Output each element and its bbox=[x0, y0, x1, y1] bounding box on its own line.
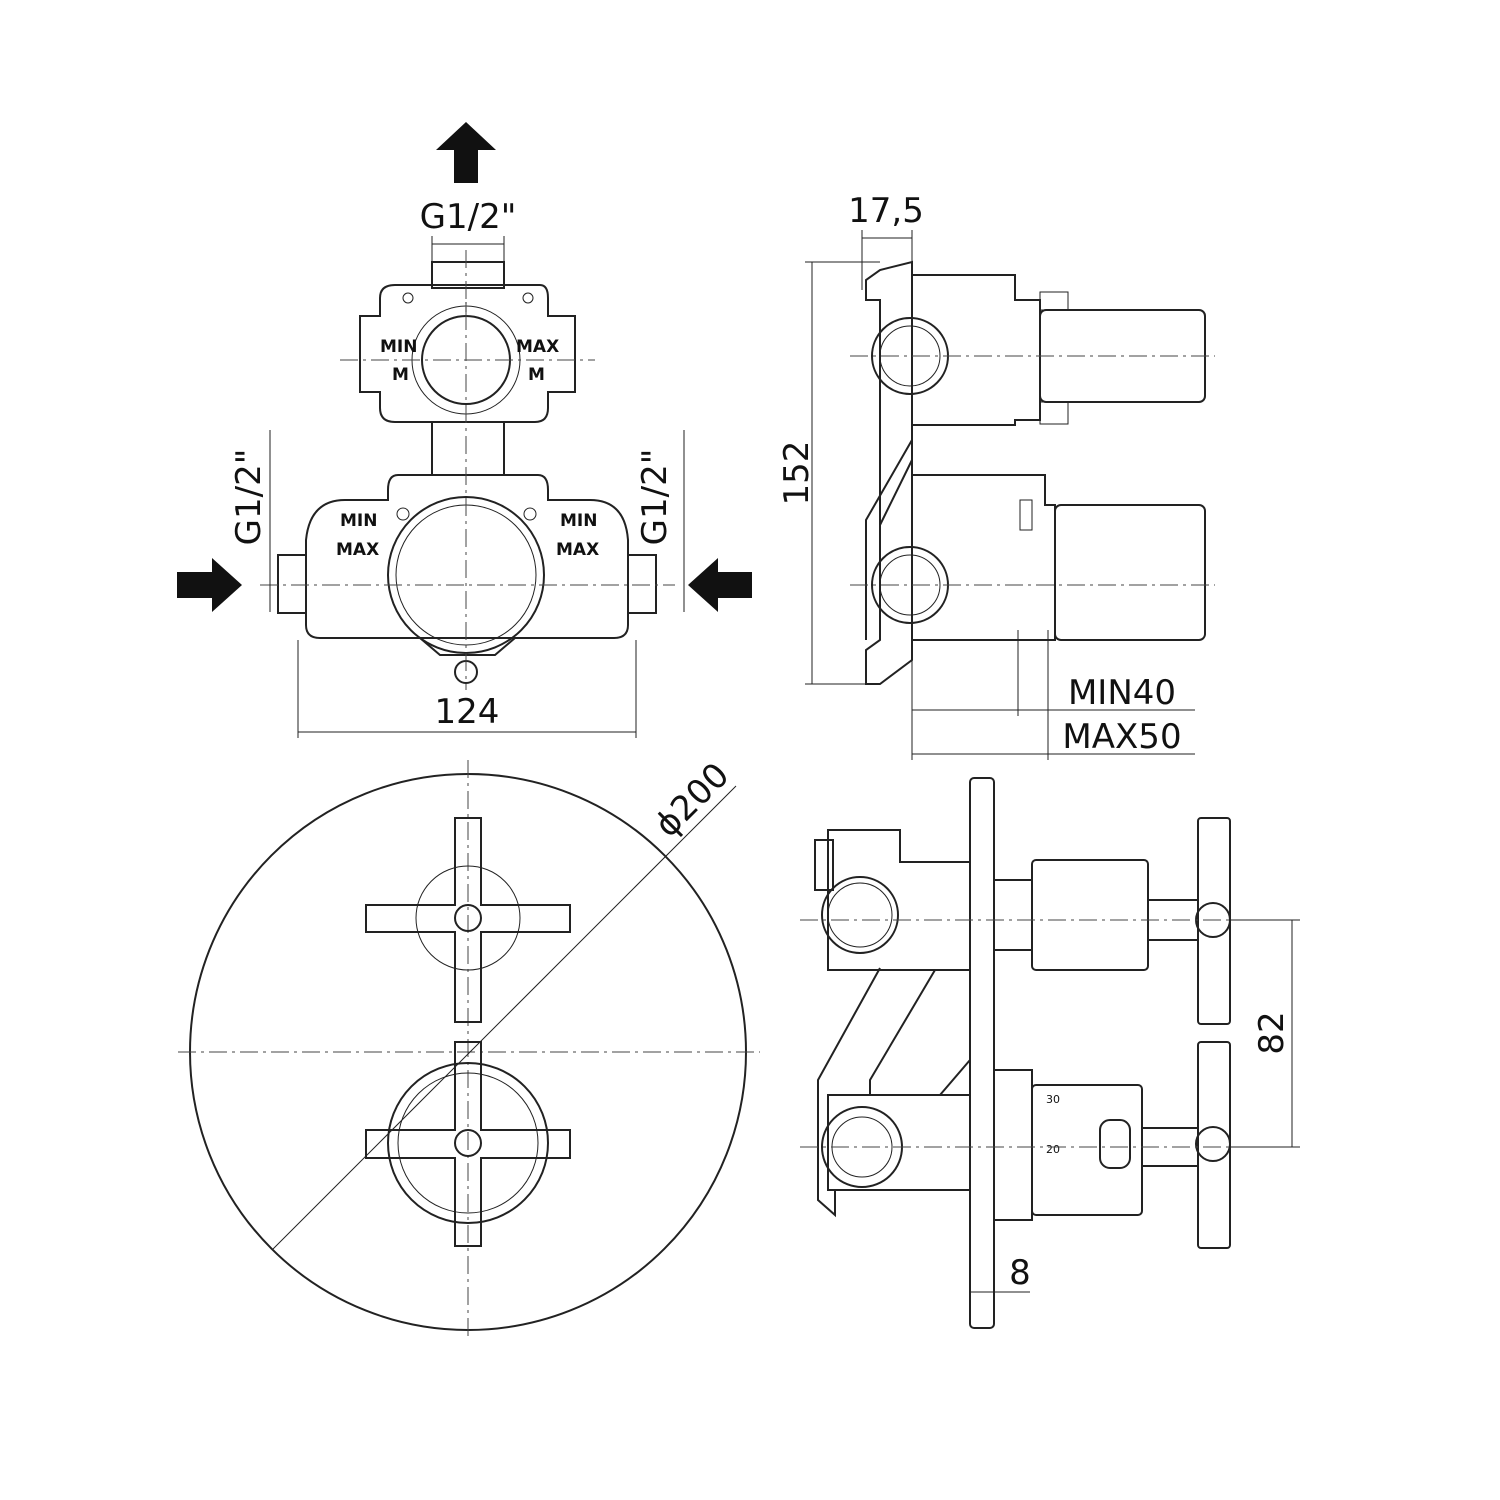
min-depth-label: MIN40 bbox=[1068, 673, 1176, 713]
plate-diameter-label: ϕ200 bbox=[647, 755, 737, 845]
top-inlet-label: G1/2" bbox=[420, 197, 517, 237]
lower-min-left-marking: MIN bbox=[340, 511, 377, 531]
outlet-arrow-up-icon bbox=[436, 122, 496, 183]
lower-min-right-marking: MIN bbox=[560, 511, 597, 531]
lower-max-right-marking: MAX bbox=[556, 540, 599, 560]
trim-plate-front-view: ϕ200 bbox=[178, 755, 760, 1340]
scale-30-marking: 30 bbox=[1046, 1093, 1060, 1106]
valve-body-front-view: G1/2" MIN MAX M M MIN MAX MIN MAX bbox=[177, 122, 752, 738]
side-height-label: 152 bbox=[777, 441, 817, 506]
lower-max-left-marking: MAX bbox=[336, 540, 379, 560]
side-depth-label: 17,5 bbox=[848, 191, 924, 231]
handle-spacing-label: 82 bbox=[1252, 1011, 1292, 1054]
left-inlet-label: G1/2" bbox=[229, 449, 269, 546]
inlet-arrow-left-icon bbox=[688, 558, 752, 612]
top-m-left-marking: M bbox=[392, 365, 409, 385]
top-m-right-marking: M bbox=[528, 365, 545, 385]
top-min-marking: MIN bbox=[380, 337, 417, 357]
valve-body-side-view: 17,5 152 MIN40 MAX50 bbox=[777, 191, 1215, 760]
assembled-side-view: 30 20 82 8 bbox=[800, 777, 1300, 1329]
body-width-label: 124 bbox=[435, 692, 500, 732]
inlet-arrow-right-icon bbox=[177, 558, 242, 612]
top-max-marking: MAX bbox=[516, 337, 559, 357]
right-inlet-label: G1/2" bbox=[635, 449, 675, 546]
plate-thickness-label: 8 bbox=[1009, 1253, 1031, 1293]
scale-20-marking: 20 bbox=[1046, 1143, 1060, 1156]
max-depth-label: MAX50 bbox=[1062, 717, 1181, 757]
